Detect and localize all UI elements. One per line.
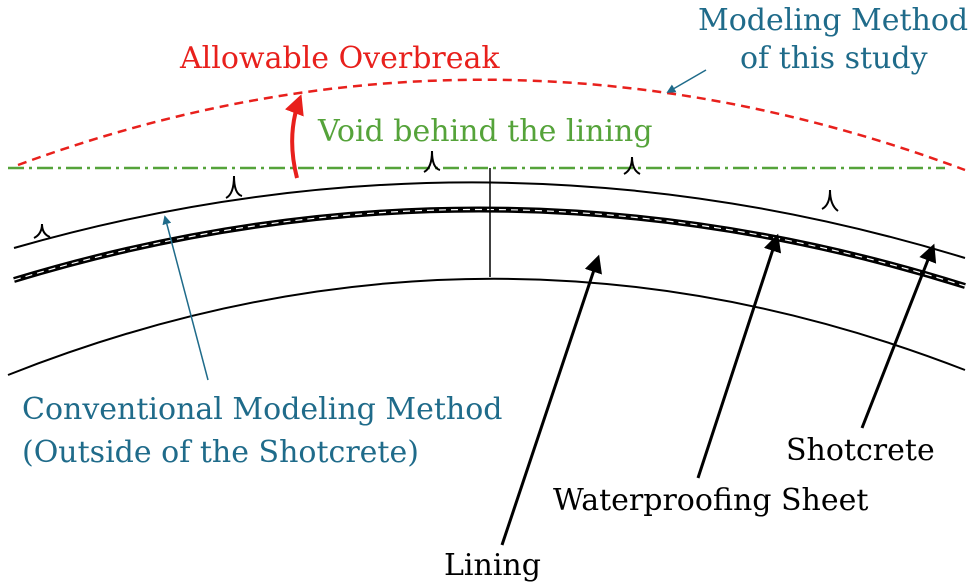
overbreak-tip-4 (623, 156, 641, 175)
modeling-method-label-line1: Modeling Method (698, 3, 968, 38)
conventional-method-arrow (162, 215, 209, 381)
allowable-overbreak-label: Allowable Overbreak (179, 41, 500, 76)
waterproofing-sheet-arrow (696, 233, 782, 479)
overbreak-tip-3 (423, 150, 441, 173)
overbreak-tip-2 (225, 175, 243, 199)
conventional-label-line1: Conventional Modeling Method (22, 392, 503, 427)
lining-arrow (500, 254, 602, 546)
excavation-surface (13, 181, 966, 259)
overbreak-arrow (284, 94, 304, 179)
modeling-method-arrow (666, 69, 707, 93)
modeling-method-label-line2: of this study (740, 41, 928, 76)
lining-label: Lining (444, 548, 541, 583)
shotcrete-arrow (860, 243, 937, 429)
lining-inner-surface (7, 277, 966, 376)
overbreak-tip-1 (33, 223, 51, 239)
conventional-label-line2: (Outside of the Shotcrete) (22, 435, 419, 470)
waterproofing-sheet-line (13, 208, 966, 287)
shotcrete-label: Shotcrete (786, 433, 935, 468)
overbreak-tip-5 (821, 189, 839, 212)
allowable-overbreak-line (17, 78, 966, 172)
waterproofing-sheet-label: Waterproofing Sheet (553, 483, 868, 518)
void-label: Void behind the lining (317, 114, 653, 149)
